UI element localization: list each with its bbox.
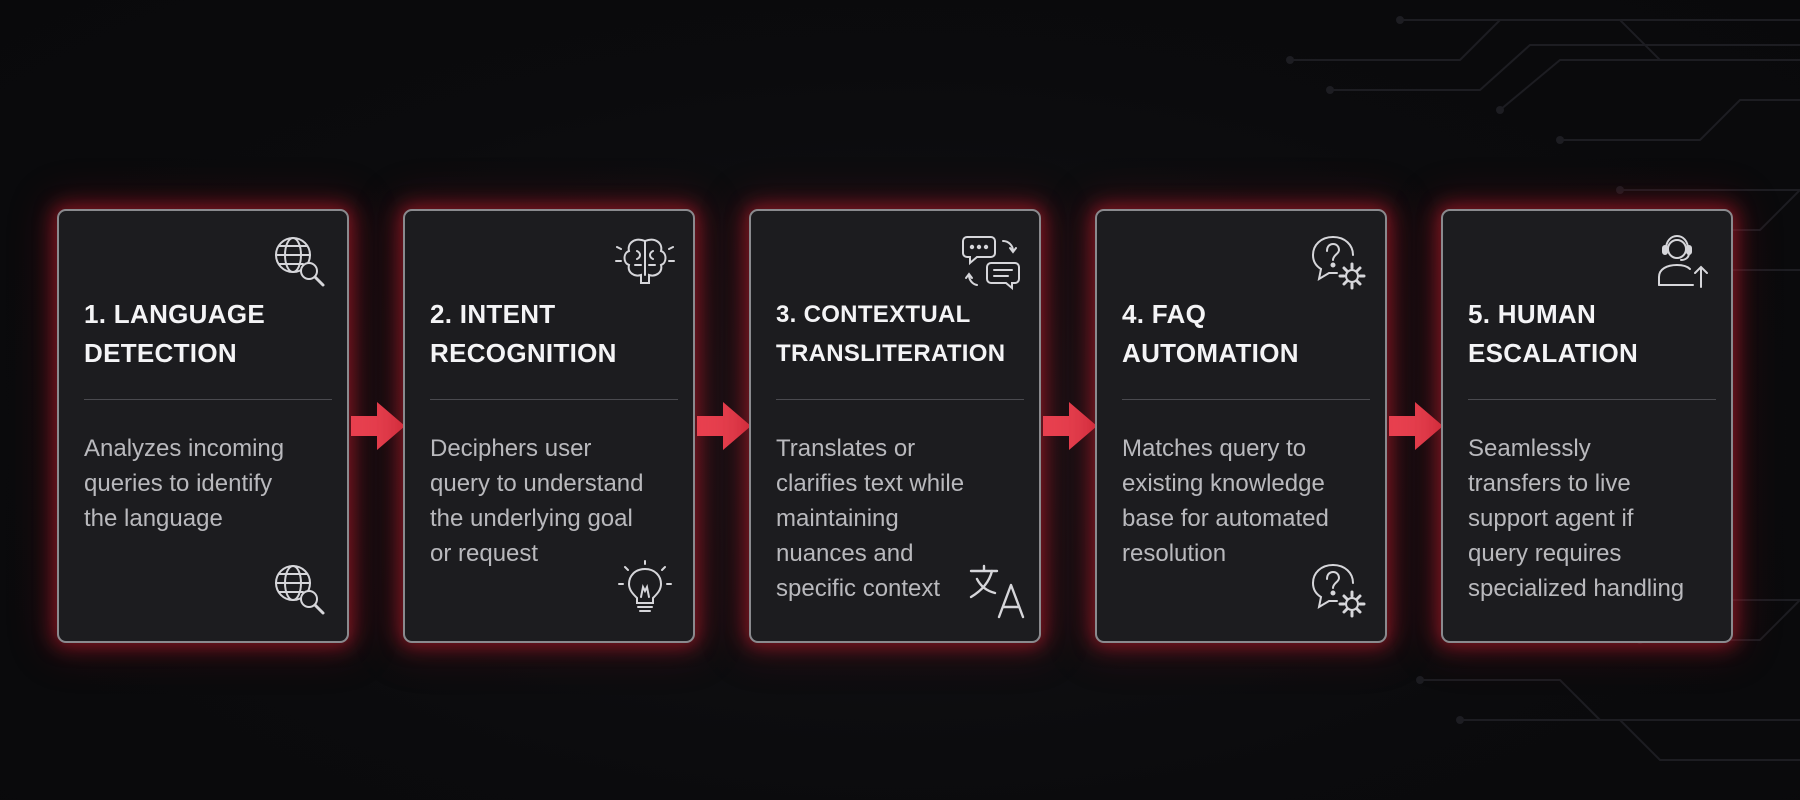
card-divider — [1468, 399, 1716, 400]
step-title: 5. HUMAN ESCALATION — [1468, 299, 1639, 368]
lightbulb-icon — [615, 559, 675, 619]
step-card-contextual-transliteration: 3. CONTEXTUAL TRANSLITERATION Translates… — [749, 209, 1041, 643]
card-divider — [776, 399, 1024, 400]
step-card-human-escalation: 5. HUMAN ESCALATION Seamlessly transfers… — [1441, 209, 1733, 643]
chat-bubbles-icon — [961, 231, 1021, 291]
step-description: Deciphers user query to understand the u… — [430, 435, 644, 567]
question-gear-icon — [1307, 231, 1367, 291]
flow-arrow — [1043, 400, 1097, 452]
flow-arrow — [1389, 400, 1443, 452]
support-agent-icon — [1653, 231, 1713, 291]
step-card-intent-recognition: 2. INTENT RECOGNITION Deciphers user que… — [403, 209, 695, 643]
brain-icon — [615, 231, 675, 291]
step-title: 3. CONTEXTUAL TRANSLITERATION — [776, 301, 1006, 367]
step-description: Translates or clarifies text while maint… — [776, 435, 965, 602]
step-title: 2. INTENT RECOGNITION — [430, 299, 617, 368]
step-description: Matches query to existing knowledge base… — [1122, 435, 1329, 567]
globe-search-icon — [269, 231, 329, 291]
step-description: Seamlessly transfers to live support age… — [1468, 435, 1685, 602]
flow-arrow — [697, 400, 751, 452]
step-title: 1. LANGUAGE DETECTION — [84, 299, 265, 368]
globe-search-icon — [269, 559, 329, 619]
step-card-language-detection: 1. LANGUAGE DETECTION Analyzes incoming … — [57, 209, 349, 643]
step-description: Analyzes incoming queries to identify th… — [84, 435, 285, 532]
step-card-faq-automation: 4. FAQ AUTOMATION Matches query to exist… — [1095, 209, 1387, 643]
card-divider — [84, 399, 332, 400]
card-divider — [1122, 399, 1370, 400]
flow-arrow — [351, 400, 405, 452]
question-gear-icon — [1307, 559, 1367, 619]
translate-icon — [967, 561, 1027, 621]
card-divider — [430, 399, 678, 400]
step-title: 4. FAQ AUTOMATION — [1122, 299, 1299, 368]
